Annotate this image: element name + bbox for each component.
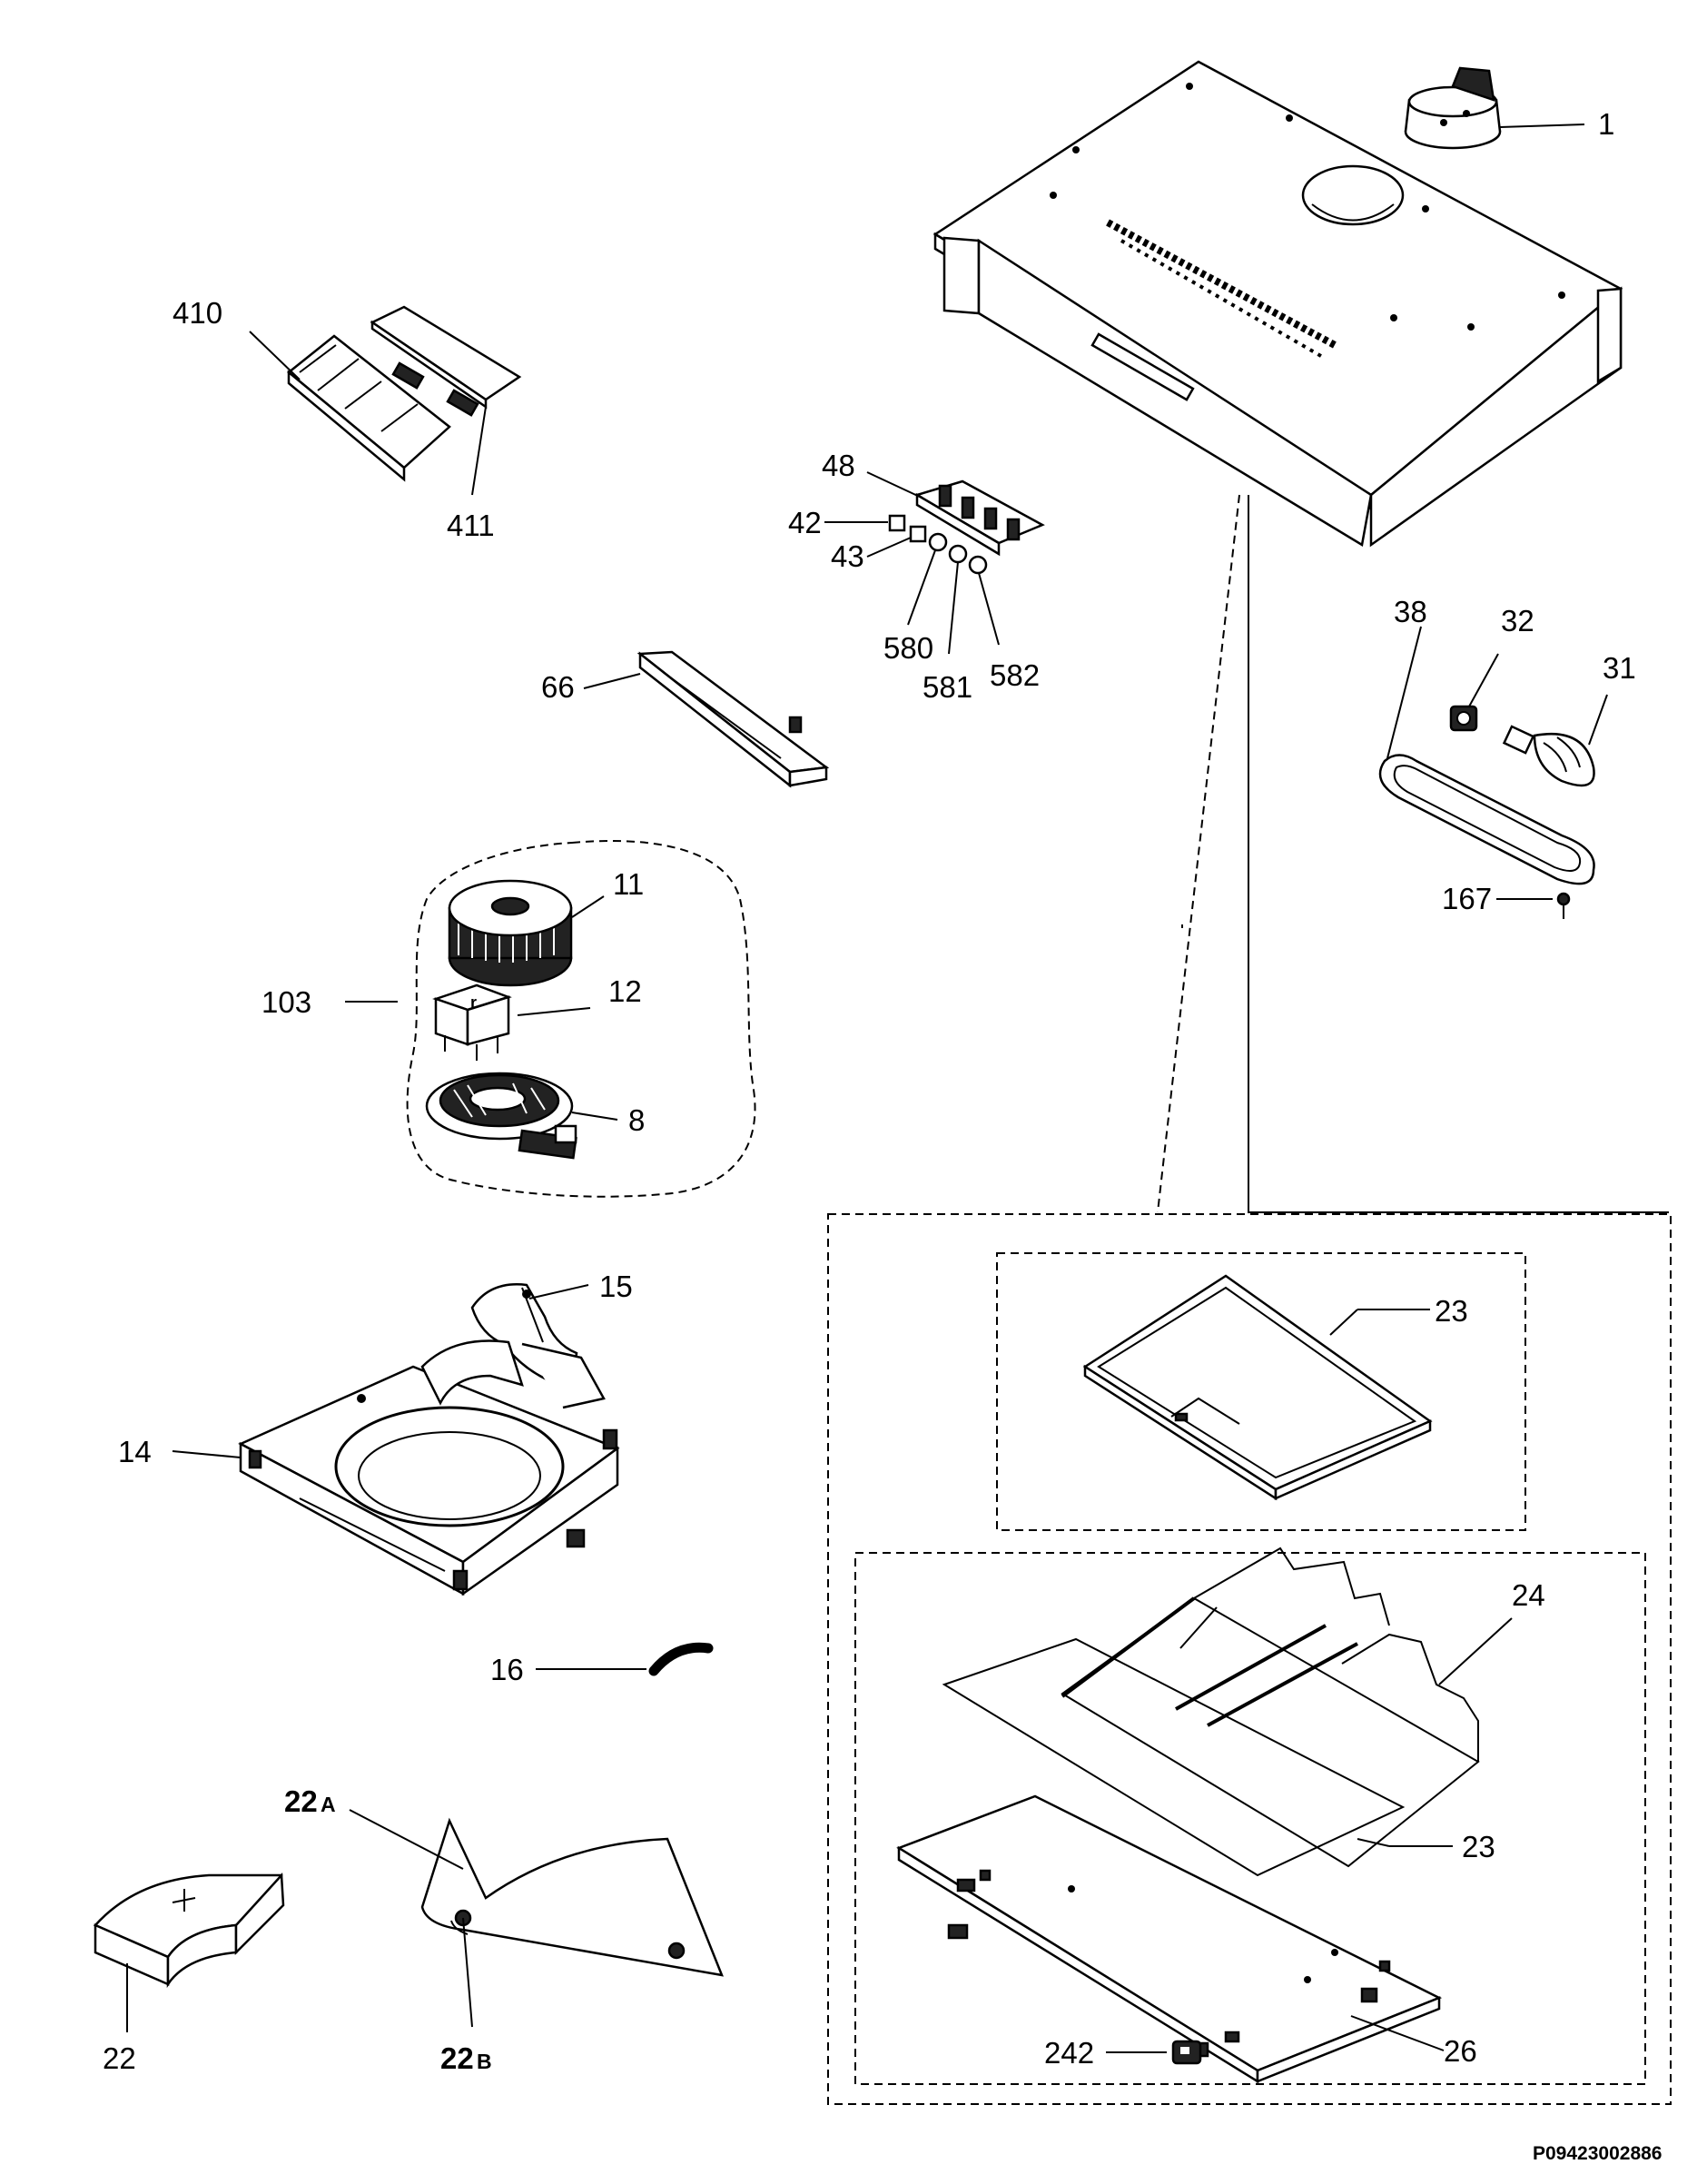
filter-group-outline: [827, 1213, 1672, 2105]
diagram-code: P09423002886: [1533, 2143, 1662, 2164]
label-part-410: 410: [173, 296, 222, 330]
part-580-knob: [928, 532, 948, 552]
part-66-control-panel: [636, 650, 830, 788]
part-23-charcoal-sheet: [942, 1637, 1406, 1877]
part-38-lamp-holder: [1378, 754, 1595, 885]
part-26-bottom-panel: [896, 1794, 1443, 2084]
label-part-11: 11: [613, 867, 644, 901]
label-part-31: 31: [1603, 651, 1636, 685]
part-16-clip: [648, 1642, 714, 1676]
svg-text:r: r: [470, 993, 477, 1012]
part-48-switch-block: [913, 479, 1045, 557]
part-43-knob: [909, 525, 927, 543]
label-part-1: 1: [1598, 107, 1614, 141]
part-22a-cover-plate: [420, 1817, 724, 1977]
label-part-8: 8: [628, 1103, 645, 1137]
part-24-charcoal-frame: [1061, 1547, 1480, 1868]
leader-solid-right: [1248, 495, 1669, 1213]
part-582-knob: [968, 555, 988, 575]
part-410-electronic-box: [287, 305, 522, 482]
label-part-38: 38: [1394, 595, 1427, 628]
label-part-26: 26: [1444, 2034, 1477, 2068]
label-part-66: 66: [541, 670, 575, 704]
label-part-22b-number: 22: [440, 2041, 474, 2075]
group-103-outline: [406, 840, 756, 1198]
label-part-167: 167: [1442, 882, 1492, 915]
part-14-fan-housing: [238, 1339, 620, 1596]
label-part-103: 103: [261, 985, 311, 1019]
label-part-242: 242: [1044, 2036, 1094, 2070]
label-part-22a-number: 22: [284, 1784, 318, 1818]
label-part-12: 12: [608, 974, 642, 1008]
hood-body: [932, 60, 1623, 548]
label-part-22b-letter: B: [477, 2050, 492, 2073]
leader-dashed-left: [1157, 494, 1240, 1213]
part-8-motor: [425, 1072, 577, 1160]
part-23-grease-filter-top: [1082, 1274, 1433, 1501]
label-part-48: 48: [822, 449, 855, 482]
part-1-damper: [1404, 66, 1502, 150]
label-part-43: 43: [831, 539, 864, 573]
label-part-23-bottom: 23: [1462, 1830, 1495, 1863]
label-part-22: 22: [103, 2041, 136, 2075]
label-part-411: 411: [447, 509, 495, 542]
charcoal-filter-box: [854, 1552, 1646, 2085]
part-581-knob: [948, 544, 968, 564]
part-42-knob: [888, 514, 906, 532]
label-part-16: 16: [490, 1653, 524, 1686]
label-part-14: 14: [118, 1435, 152, 1468]
part-22-duct-elbow: [93, 1872, 285, 1989]
grease-filter-box: [996, 1252, 1526, 1531]
label-part-23-top: 23: [1435, 1294, 1468, 1328]
label-part-581: 581: [923, 670, 972, 704]
part-32-lamp-socket: [1449, 705, 1478, 732]
part-11-fan-wheel: [448, 879, 573, 987]
label-part-582: 582: [990, 658, 1040, 692]
part-31-lamp-bulb: [1502, 725, 1595, 787]
part-12-capacitor: r: [432, 983, 512, 1061]
part-242-clip: [1171, 2040, 1202, 2065]
label-part-15: 15: [599, 1270, 633, 1303]
label-part-42: 42: [788, 506, 822, 539]
part-167-screw: [1556, 892, 1571, 919]
label-part-580: 580: [883, 631, 933, 665]
label-part-24: 24: [1512, 1578, 1545, 1612]
label-part-22a-letter: A: [321, 1793, 336, 1816]
label-part-32: 32: [1501, 604, 1534, 637]
